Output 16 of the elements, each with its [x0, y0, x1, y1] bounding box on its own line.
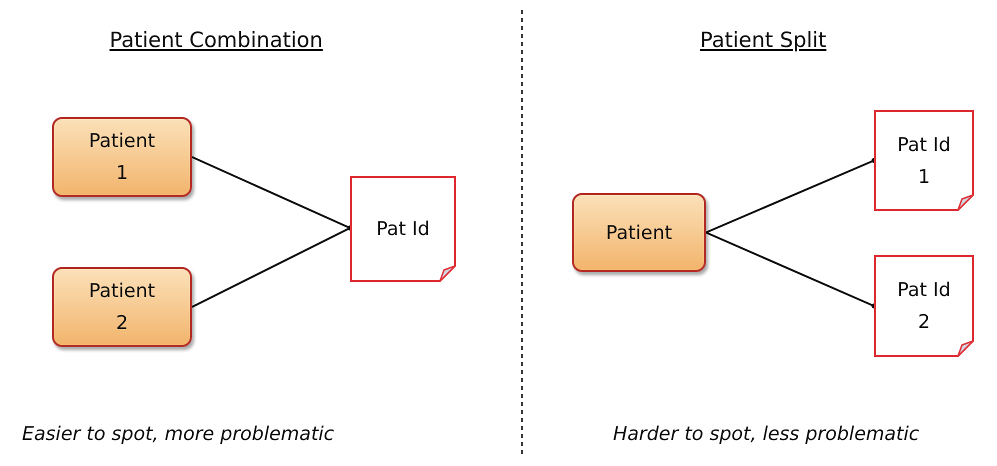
patient-box: [52, 267, 192, 347]
node-label: Patient 2: [88, 279, 156, 336]
patient-box: [572, 193, 706, 272]
heading: Patient Split: [700, 28, 826, 52]
node-label: Pat Id 2: [896, 278, 952, 335]
node-label: Pat Id 1: [896, 132, 952, 190]
node-label: Patient 1: [88, 129, 156, 186]
connector-line: [706, 232, 876, 308]
node-label: Pat Id: [376, 217, 430, 242]
patient-box: [52, 117, 192, 197]
node-label: Patient: [606, 220, 672, 246]
connector-line: [192, 226, 352, 308]
heading: Patient Combination: [110, 28, 323, 52]
caption: Easier to spot, more problematic: [22, 423, 334, 445]
caption: Harder to spot, less problematic: [613, 423, 920, 445]
connector-line: [706, 158, 876, 234]
